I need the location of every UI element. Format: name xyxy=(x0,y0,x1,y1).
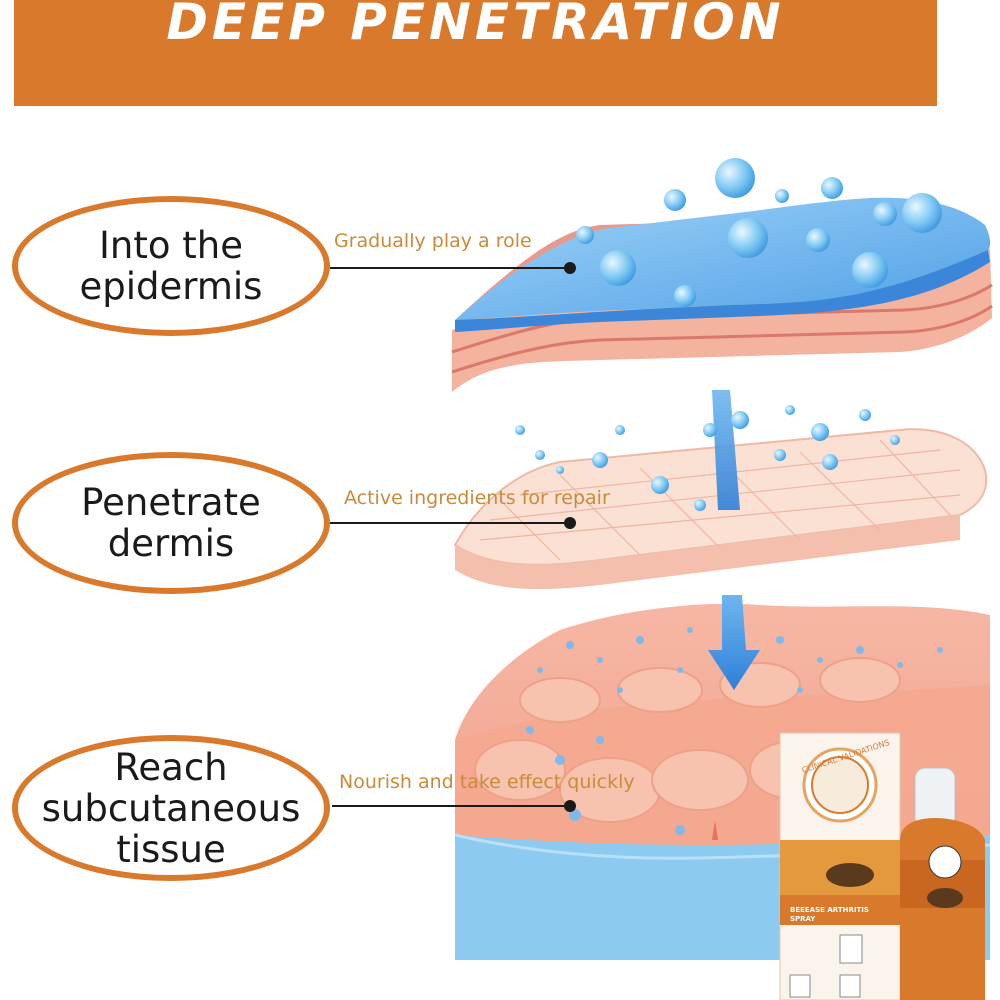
spray-bottle xyxy=(900,767,985,1000)
step-title-line: dermis xyxy=(107,522,235,565)
step-title-line: epidermis xyxy=(79,265,263,308)
step-caption: Nourish and take effect quickly xyxy=(339,771,635,793)
connector-dot xyxy=(564,262,576,274)
water-droplets xyxy=(515,158,942,511)
connector-line xyxy=(330,522,568,524)
step-title-line: Into the xyxy=(98,224,243,267)
step-title-line: Reach xyxy=(114,745,228,789)
step-title-line: subcutaneous xyxy=(41,786,301,830)
step-bubble-dermis: Penetrate dermis xyxy=(12,452,330,594)
product-box xyxy=(779,732,901,1000)
banner-title: DEEP PENETRATION xyxy=(166,0,785,51)
title-banner: DEEP PENETRATION xyxy=(14,0,937,106)
connector-dot xyxy=(564,800,576,812)
connector-line xyxy=(332,805,568,807)
step-title-line: tissue xyxy=(116,827,226,871)
product-name-line: BEEEASE ARTHRITIS xyxy=(790,906,869,914)
step-title-line: Penetrate xyxy=(81,481,261,524)
product-box-name: BEEEASE ARTHRITIS SPRAY xyxy=(790,906,869,924)
connector-dot xyxy=(564,517,576,529)
dermis-particles xyxy=(526,627,943,835)
connector-line xyxy=(330,267,568,269)
step-caption: Active ingredients for repair xyxy=(344,487,610,509)
step-bubble-epidermis: Into the epidermis xyxy=(12,196,330,336)
step-bubble-subcutaneous: Reach subcutaneous tissue xyxy=(12,735,330,881)
product-name-line: SPRAY xyxy=(790,915,816,923)
step-caption: Gradually play a role xyxy=(334,230,532,252)
penetration-arrows xyxy=(708,390,760,690)
